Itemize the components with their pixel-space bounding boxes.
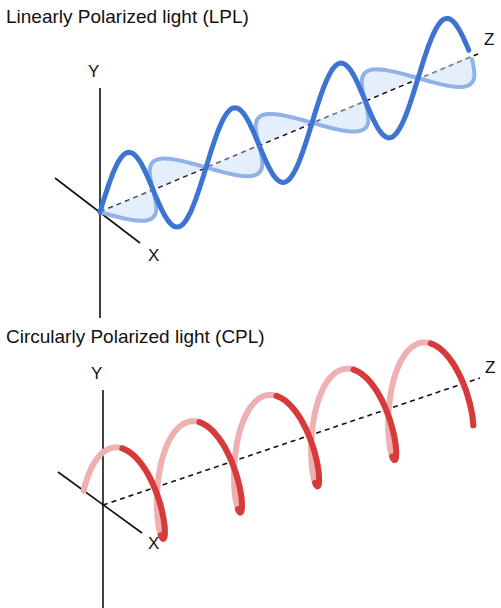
x-axis <box>58 472 142 533</box>
axis-label: X <box>148 534 159 554</box>
panel-title: Circularly Polarized light (CPL) <box>6 326 265 348</box>
axis-label: Y <box>88 62 99 82</box>
axis-label: X <box>148 246 159 266</box>
cpl-helix-back <box>84 342 474 538</box>
axis-label: Y <box>91 364 102 384</box>
lpl-vertical-wave <box>100 19 469 228</box>
axis-label: Z <box>484 30 494 50</box>
axis-label: Z <box>485 358 495 378</box>
panel-title: Linearly Polarized light (LPL) <box>6 6 249 28</box>
y-axis <box>102 390 104 608</box>
cpl-helix-front <box>122 343 473 538</box>
cpl-axes <box>58 378 480 608</box>
